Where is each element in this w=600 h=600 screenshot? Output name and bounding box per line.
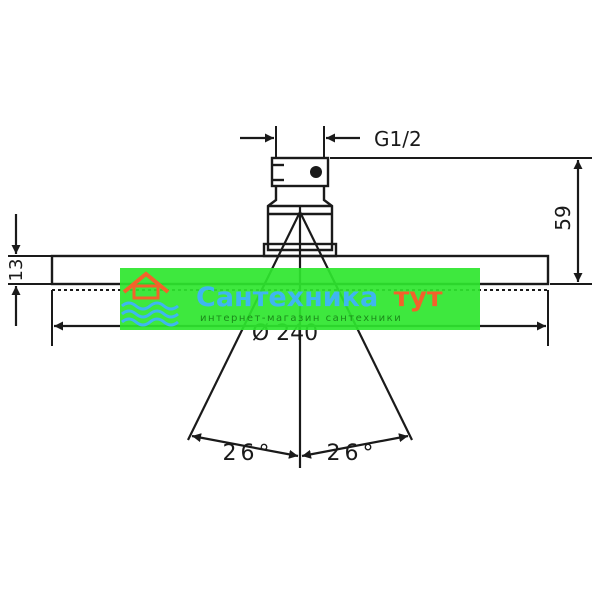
- plate-thickness-label: 13: [6, 259, 27, 282]
- watermark-logo-icon: [121, 271, 179, 327]
- angle-left-label: 26°: [223, 441, 274, 466]
- watermark-tagline: интернет-магазин сантехники: [200, 313, 402, 324]
- watermark: Сантехника тут интернет-магазин сантехни…: [120, 268, 480, 330]
- connector-nut: [270, 156, 330, 188]
- watermark-band: [120, 268, 480, 330]
- extension-lines: [8, 126, 592, 346]
- watermark-brand: Сантехника тут: [196, 282, 443, 313]
- angle-right-label: 26°: [327, 441, 378, 466]
- watermark-brand-main: Сантехника: [196, 282, 378, 313]
- height-total-label: 59: [551, 205, 575, 230]
- nut-hole: [310, 166, 322, 178]
- thread-label: G1/2: [374, 127, 422, 151]
- watermark-brand-accent: тут: [394, 282, 443, 313]
